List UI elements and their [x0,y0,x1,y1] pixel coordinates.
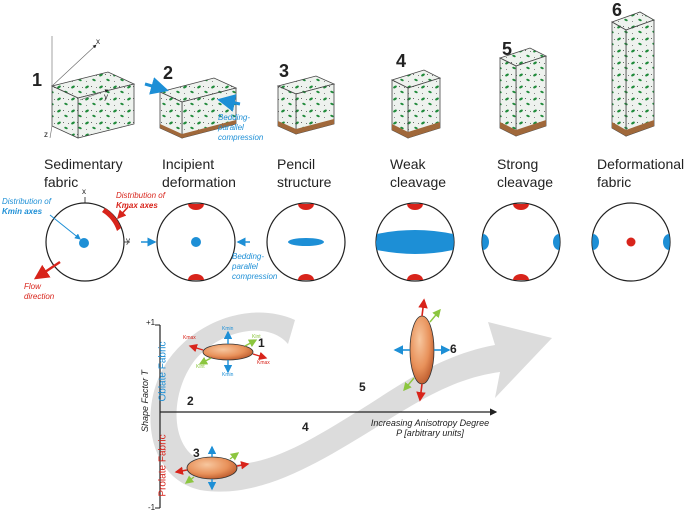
y-top-label: +1 [146,318,156,327]
stereonet-5 [481,202,561,282]
ellipsoid-1 [188,330,268,374]
tag-kmin-bottom: Kmin [222,372,234,378]
stereo-axis-y: y [126,236,130,245]
stereonet-3 [266,202,346,282]
stereo-axis-x: x [82,187,86,196]
x-axis-label: Increasing Anisotropy Degree P [arbitrar… [370,418,490,438]
stage-number-3: 3 [279,61,290,81]
path-number-5: 5 [359,380,366,394]
tag-kint-left: Kint [196,364,205,370]
path-number-2: 2 [187,394,194,408]
kmin-dot [79,238,89,248]
path-number-6: 6 [450,342,457,356]
tag-kmax-left: Kmax [183,335,196,341]
path-number-1: 1 [258,336,265,350]
y-axis-label: Shape Factor T [140,369,150,433]
block-compression-note: Bedding- parallel compression [218,113,264,142]
block-4 [390,69,442,139]
stage-number-6: 6 [612,0,623,20]
tag-kmax-right: Kmax [257,360,270,366]
prolate-label: Prolate Fabric [157,434,169,497]
block-5 [498,47,548,137]
stereonet-4 [375,202,455,282]
block-3 [276,75,336,135]
kmax-note: Distribution of Kmax axes [116,191,165,210]
block-1 [49,36,136,139]
block-axis-y: y [104,92,108,101]
ellipsoid-6 [393,298,451,402]
path-number-3: 3 [193,446,200,460]
oblate-label: Oblate Fabric [157,341,169,402]
stage-number-2: 2 [163,63,174,83]
tag-kmin-top: Kmin [222,326,234,332]
stereo-compression-note: Bedding- parallel compression [232,252,278,281]
stereonet-1 [33,197,130,282]
stereonet-6 [591,202,671,282]
block-axis-x: x [96,37,100,46]
path-number-4: 4 [302,420,309,434]
block-axis-z: z [44,130,48,139]
block-6 [611,11,655,137]
block-2 [144,77,241,139]
stereonet-2 [141,202,250,282]
kmin-note: Distribution of Kmin axes [2,197,51,216]
flow-note: Flow direction [24,282,55,301]
plot-axes [155,324,498,509]
stage-number-5: 5 [502,39,513,59]
tag-kint-right: Kint [252,334,261,340]
ellipsoid-3 [174,445,250,491]
stage-number-1: 1 [32,70,43,90]
stage-number-4: 4 [396,51,407,71]
y-bottom-label: -1 [148,503,156,512]
